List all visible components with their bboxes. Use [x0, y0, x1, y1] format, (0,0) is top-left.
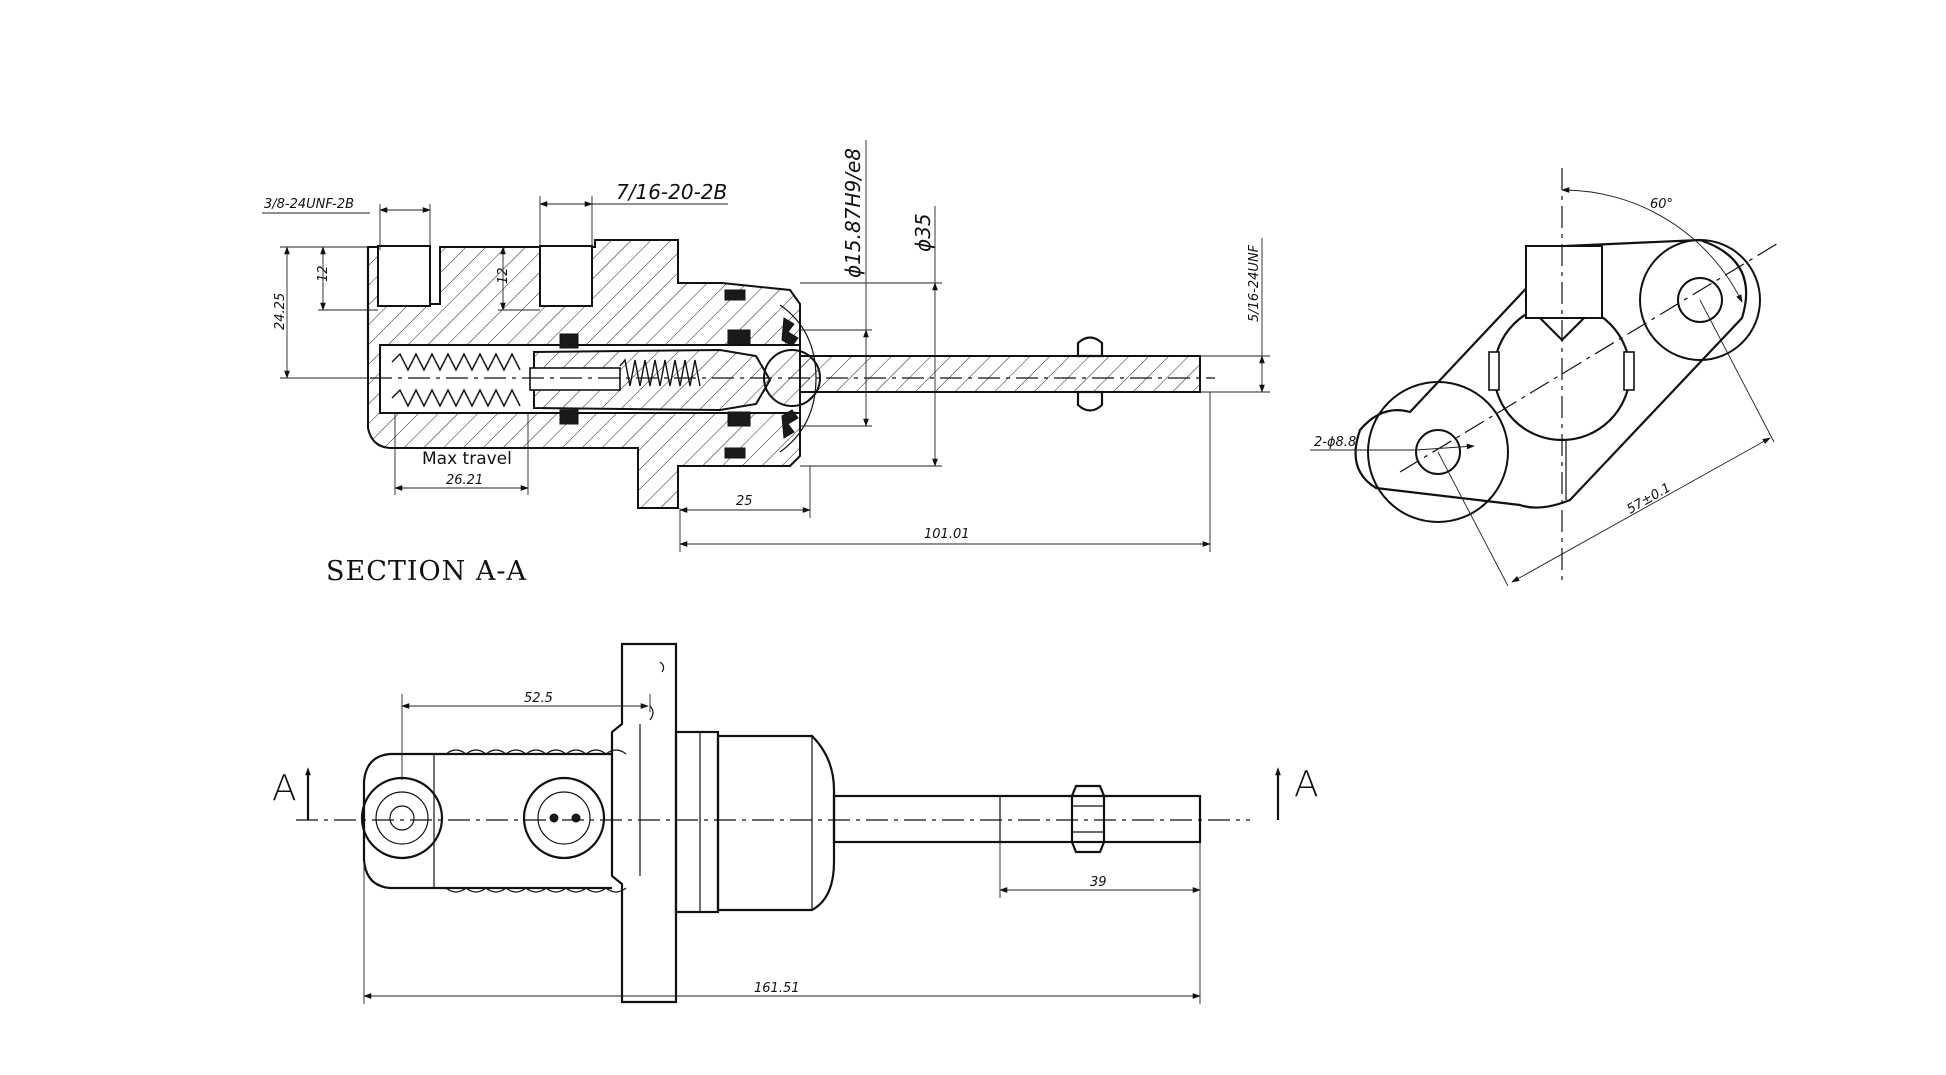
- outer-dia-label: ϕ35: [911, 213, 935, 252]
- left-ear: [1367, 381, 1509, 523]
- hole-spacing-label: 57±0.1: [1625, 480, 1674, 517]
- piston: [533, 348, 772, 412]
- port-spacing-label: 52.5: [524, 691, 553, 706]
- section-view: 3/8-24UNF-2B 7/16-20-2B 12 12 24.25 Max …: [262, 140, 1270, 587]
- overall-len-label: 161.51: [754, 981, 800, 996]
- outlet-thread-label: 7/16-20-2B: [616, 180, 727, 204]
- port-depth-left-label: 12: [316, 265, 331, 282]
- inlet-thread-label: 3/8-24UNF-2B: [264, 197, 354, 212]
- holes-label: 2-ϕ8.8: [1314, 435, 1356, 450]
- return-spring-right: [619, 358, 701, 387]
- port-boss: [1525, 245, 1603, 319]
- bore-fit-label: ϕ15.87H9/e8: [841, 148, 865, 278]
- angle-label: 60°: [1650, 197, 1673, 212]
- plan-body: [362, 752, 612, 890]
- plan-sleeve: [674, 730, 720, 914]
- port-height-label: 24.25: [273, 293, 288, 330]
- return-spring-left: [391, 352, 521, 408]
- plan-view: A A 52.5 39 161.51: [272, 642, 1319, 1004]
- rod-len-label: 101.01: [924, 527, 970, 542]
- push-rod: [799, 355, 1201, 393]
- plan-nut: [1070, 784, 1106, 854]
- plan-boot: [716, 734, 836, 912]
- max-travel-label: Max travel: [422, 449, 512, 469]
- end-view: 60° 57±0.1 2-ϕ8.8: [1310, 168, 1781, 587]
- seal: [559, 333, 579, 349]
- outlet-port: [539, 245, 593, 307]
- plan-flange: [610, 642, 678, 1004]
- plan-port-left: [360, 776, 444, 860]
- travel-label: 26.21: [446, 473, 483, 488]
- thread-len-label: 39: [1090, 875, 1107, 890]
- plan-port-right: [522, 776, 606, 860]
- port-depth-mid-label: 12: [496, 267, 511, 284]
- rod-thread-label: 5/16-24UNF: [1247, 244, 1262, 322]
- section-dimensions: [262, 140, 1270, 552]
- inlet-port: [377, 245, 431, 307]
- plan-rod: [832, 794, 1202, 844]
- body-len-label: 25: [736, 494, 753, 509]
- section-mark-left: A: [272, 768, 297, 809]
- section-title: SECTION A-A: [326, 556, 527, 587]
- rod-nut: [1076, 336, 1104, 412]
- section-mark-right: A: [1294, 764, 1319, 805]
